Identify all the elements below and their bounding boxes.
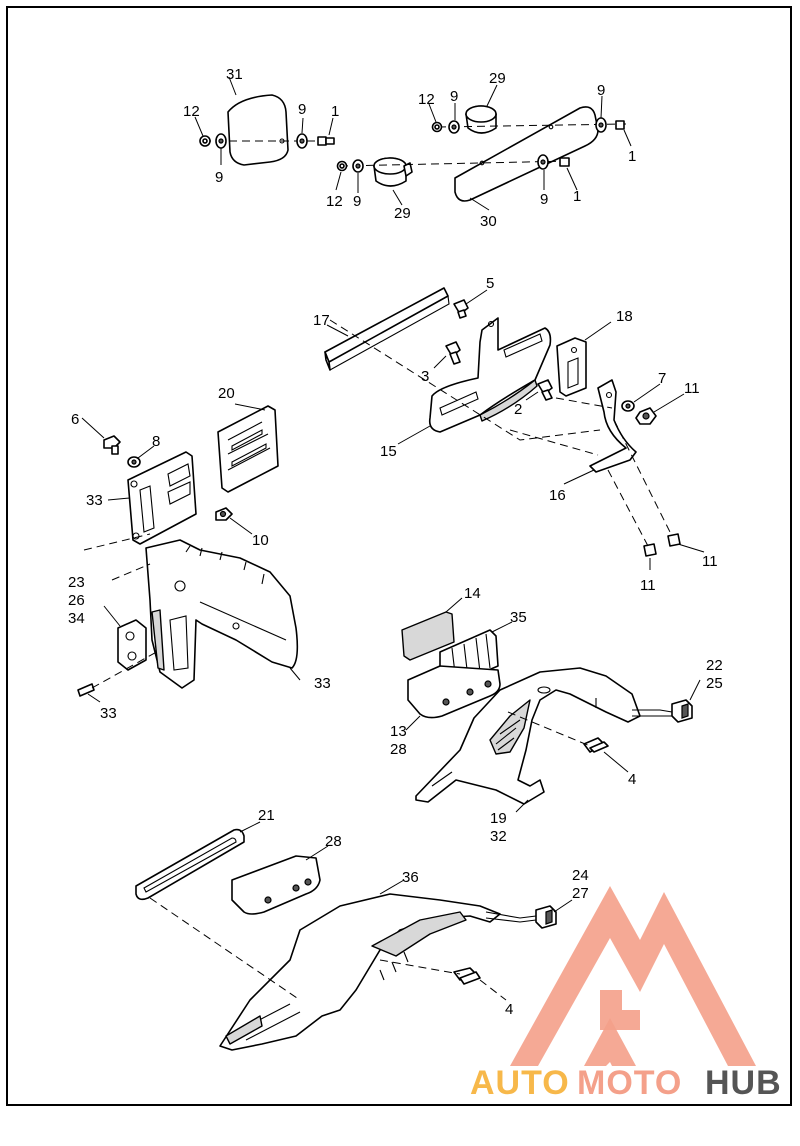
watermark-logo (510, 886, 756, 1066)
watermark-word-auto: AUTO (470, 1064, 570, 1102)
callout-31: 31 (226, 66, 243, 83)
callout-26: 26 (68, 592, 85, 609)
callout-1: 1 (573, 188, 581, 205)
callout-32: 32 (490, 828, 507, 845)
callout-8: 8 (152, 433, 160, 450)
callout-29: 29 (489, 70, 506, 87)
callout-33: 33 (314, 675, 331, 692)
callout-9: 9 (540, 191, 548, 208)
callout-11: 11 (702, 553, 718, 570)
callout-12: 12 (326, 193, 343, 210)
callout-28: 28 (325, 833, 342, 850)
callout-35: 35 (510, 609, 527, 626)
callout-25: 25 (706, 675, 723, 692)
hardware-right-top (335, 84, 632, 211)
part-23-reflector (117, 619, 147, 671)
callout-20: 20 (218, 385, 235, 402)
callout-29: 29 (394, 205, 411, 222)
callout-36: 36 (402, 869, 419, 886)
hardware-middle (405, 597, 701, 813)
callout-7: 7 (658, 370, 666, 387)
callout-5: 5 (486, 275, 494, 292)
part-16-bracket (589, 379, 637, 473)
logo-triangle-outer (510, 886, 756, 1066)
callout-10: 10 (252, 532, 269, 549)
callout-1: 1 (331, 103, 339, 120)
part-21-gasket (135, 828, 245, 901)
part-20-plate (217, 405, 279, 493)
callout-9: 9 (298, 101, 306, 118)
callout-4: 4 (505, 1001, 513, 1018)
hardware-middle-right (326, 289, 705, 570)
callout-1: 1 (628, 148, 636, 165)
part-15-bracket (428, 317, 552, 433)
part-19-fender (415, 667, 641, 805)
part-29-clamp-lower (373, 157, 413, 187)
callout-15: 15 (380, 443, 397, 460)
callout-16: 16 (549, 487, 566, 504)
callout-30: 30 (480, 213, 497, 230)
part-31-plate (227, 94, 289, 166)
callout-34: 34 (68, 610, 85, 627)
hardware-left-top (194, 76, 335, 165)
callout-9: 9 (450, 88, 458, 105)
part-28-lamp (231, 855, 321, 915)
hardware-middle-left (77, 403, 301, 703)
callout-24: 24 (572, 867, 589, 884)
callout-12: 12 (183, 103, 200, 120)
callout-4: 4 (628, 771, 636, 788)
callout-17: 17 (313, 312, 330, 329)
callout-18: 18 (616, 308, 633, 325)
callout-9: 9 (215, 169, 223, 186)
callout-22: 22 (706, 657, 723, 674)
part-13-lamp-housing (407, 665, 501, 719)
part-33-plate (127, 451, 197, 545)
watermark-word-hub: HUB (705, 1064, 782, 1102)
part-29-clamp-upper (465, 105, 497, 134)
part-17-strip (324, 287, 450, 371)
part-30-bar (454, 106, 599, 202)
callout-9: 9 (353, 193, 361, 210)
callout-12: 12 (418, 91, 435, 108)
part-33-mount-body (145, 539, 299, 689)
callout-27: 27 (572, 885, 589, 902)
callout-2: 2 (514, 401, 522, 418)
watermark-word-moto: MOTO (577, 1064, 682, 1102)
callout-23: 23 (68, 574, 85, 591)
callout-33: 33 (86, 492, 103, 509)
callout-14: 14 (464, 585, 481, 602)
part-24-connector (485, 905, 557, 929)
hardware-bottom (149, 821, 573, 1001)
callout-9: 9 (597, 82, 605, 99)
callout-3: 3 (421, 368, 429, 385)
part-36-fender (219, 893, 501, 1051)
logo-triangle-inner (584, 1018, 636, 1066)
part-18-plate (556, 337, 587, 397)
callout-21: 21 (258, 807, 275, 824)
callout-6: 6 (71, 411, 79, 428)
callout-11: 11 (640, 577, 656, 594)
callout-13: 13 (390, 723, 407, 740)
callout-28: 28 (390, 741, 407, 758)
callout-19: 19 (490, 810, 507, 827)
part-22-connector (632, 699, 693, 723)
diagram-frame (6, 6, 792, 1106)
callout-33: 33 (100, 705, 117, 722)
callout-11: 11 (684, 380, 700, 397)
